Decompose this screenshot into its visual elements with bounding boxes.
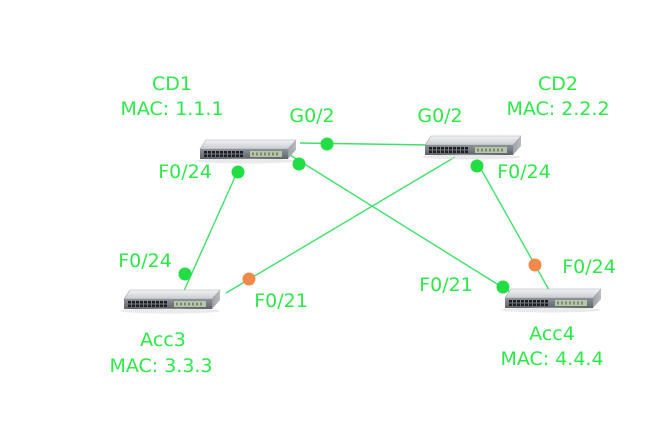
port-label-cd1-f024: F0/24	[158, 161, 212, 183]
port-dot-cd1-cross	[292, 157, 306, 171]
port-label-acc4-f024: F0/24	[562, 256, 616, 278]
switch-cd2	[420, 135, 522, 160]
switch-acc3	[119, 289, 221, 314]
switch-acc4	[500, 288, 602, 313]
port-label-acc3-f024: F0/24	[118, 250, 172, 272]
port-dot-acc4-f024	[528, 258, 542, 272]
cd1-mac-label: MAC: 1.1.1	[120, 98, 223, 120]
acc3-mac-label: MAC: 3.3.3	[109, 355, 212, 377]
acc4-mac-label: MAC: 4.4.4	[500, 348, 603, 370]
link-cd2-acc4	[476, 161, 554, 298]
acc3-name-label: Acc3	[140, 329, 186, 351]
port-label-acc4-f021: F0/21	[419, 274, 473, 296]
port-dot-acc4-f021	[496, 280, 510, 294]
port-dot-cd1-g02	[320, 137, 334, 151]
link-cd1-cd2	[299, 142, 431, 146]
port-dot-cd2-f024	[470, 159, 484, 173]
cd2-name-label: CD2	[538, 73, 578, 95]
port-label-acc3-f021: F0/21	[254, 290, 308, 312]
port-label-cd2-f024: F0/24	[497, 161, 551, 183]
port-dot-acc3-f021	[242, 272, 256, 286]
link-cd2-acc3	[225, 156, 456, 294]
cd1-name-label: CD1	[152, 73, 192, 95]
acc4-name-label: Acc4	[529, 323, 575, 345]
link-cd1-acc3	[182, 167, 240, 294]
port-dot-cd1-f024	[231, 165, 245, 179]
port-label-cd2-g02: G0/2	[417, 105, 462, 127]
port-label-cd1-g02: G0/2	[289, 105, 334, 127]
switch-cd1	[195, 139, 297, 164]
port-dot-acc3-f024	[178, 267, 192, 281]
cd2-mac-label: MAC: 2.2.2	[506, 98, 609, 120]
link-cd1-acc4	[289, 154, 511, 293]
